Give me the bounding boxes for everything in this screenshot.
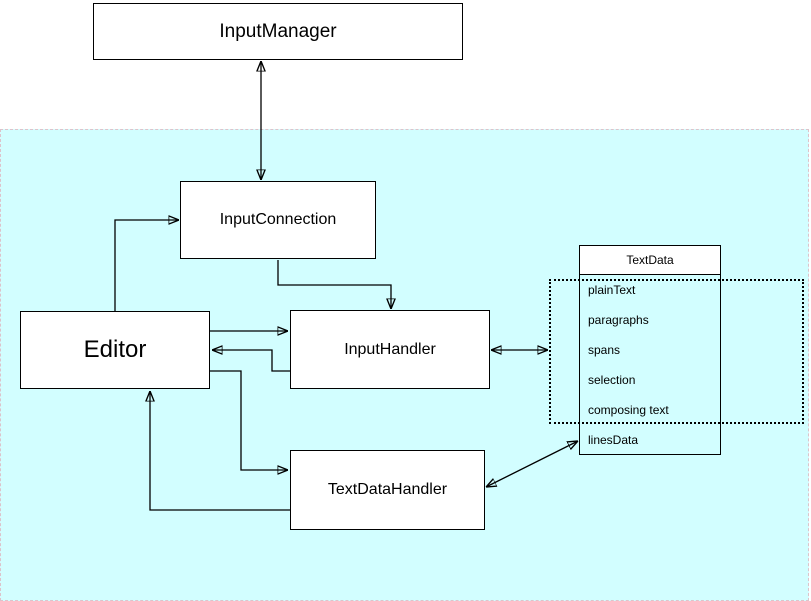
- node-inputhandler: InputHandler: [290, 310, 490, 389]
- node-editor: Editor: [20, 311, 210, 389]
- node-editor-label: Editor: [83, 336, 147, 363]
- edge-inputhandler-editor: [212, 350, 290, 372]
- textdata-title: TextData: [580, 246, 720, 275]
- textdata-field-paragraphs: paragraphs: [588, 313, 649, 327]
- node-textdatahandler: TextDataHandler: [290, 450, 485, 530]
- node-inputconnection-label: InputConnection: [219, 211, 337, 228]
- edge-editor-inputconnection: [114, 220, 179, 311]
- node-inputhandler-label: InputHandler: [344, 340, 436, 358]
- edge-textdatahandler-linesdata: [486, 441, 578, 487]
- node-inputmanager: InputManager: [93, 3, 463, 60]
- edge-textdatahandler-editor: [150, 391, 290, 511]
- node-inputconnection: InputConnection: [180, 181, 376, 259]
- edge-inputconnection-inputhandler: [277, 260, 391, 309]
- node-inputmanager-label: InputManager: [219, 20, 337, 42]
- textdata-dotted-selection-rect: [549, 279, 804, 424]
- edge-editor-textdatahandler: [210, 370, 288, 470]
- textdata-field-linesdata: linesData: [588, 433, 639, 447]
- textdata-field-selection: selection: [588, 373, 636, 387]
- textdata-field-plaintext: plainText: [588, 283, 636, 297]
- textdata-field-spans: spans: [588, 343, 621, 357]
- node-textdata: TextData plainText paragraphs spans sele…: [579, 245, 721, 455]
- node-textdatahandler-label: TextDataHandler: [327, 481, 448, 498]
- textdata-field-composing-text: composing text: [588, 403, 669, 417]
